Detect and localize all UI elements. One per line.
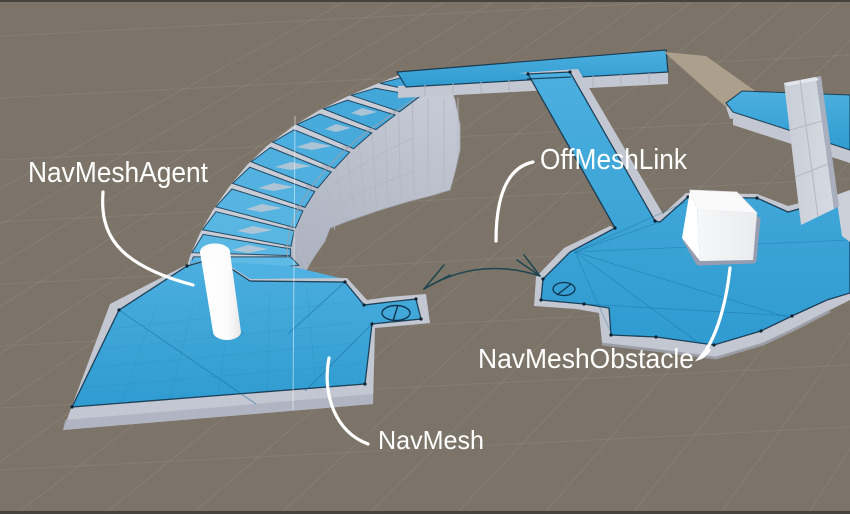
svg-text:NavMeshAgent: NavMeshAgent	[28, 157, 208, 189]
svg-text:NavMesh: NavMesh	[378, 425, 484, 455]
svg-text:OffMeshLink: OffMeshLink	[540, 144, 687, 176]
svg-text:NavMeshObstacle: NavMeshObstacle	[478, 343, 694, 374]
